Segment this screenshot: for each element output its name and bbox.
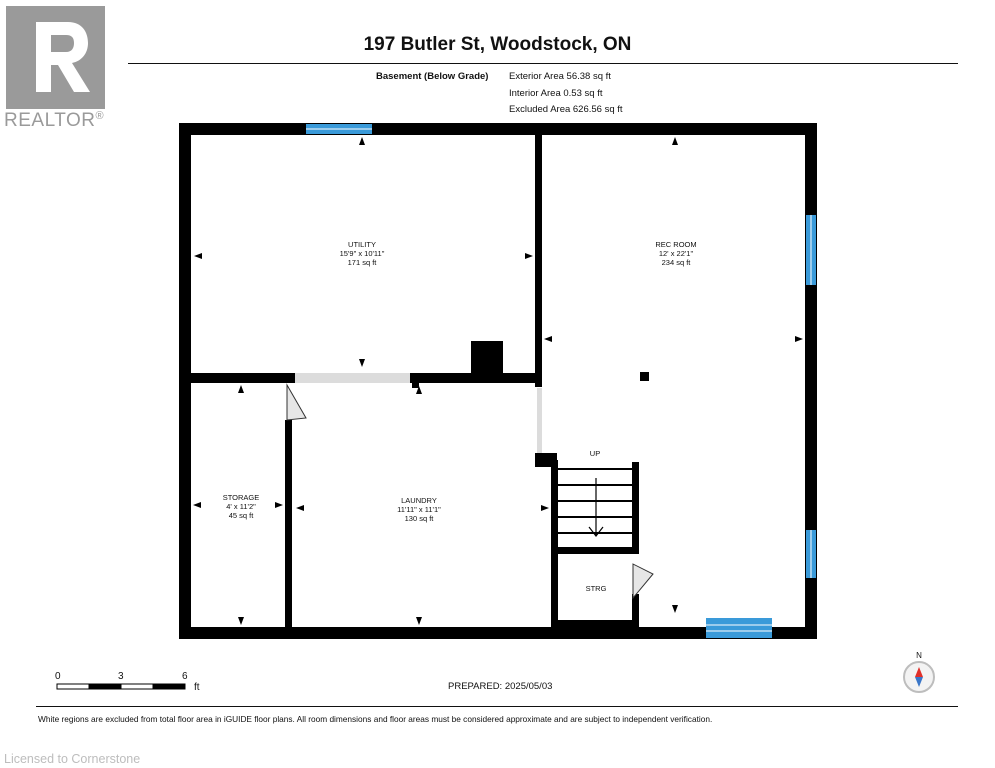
- scale-tick-3: 3: [118, 671, 124, 682]
- room-storage: STORAGE 4' x 11'2" 45 sq ft: [222, 493, 260, 520]
- excluded-area: Excluded Area 626.56 sq ft: [509, 104, 623, 115]
- room-laundry: LAUNDRY 11'11" x 11'1" 130 sq ft: [397, 496, 441, 523]
- post-laundry: [412, 380, 419, 388]
- stairs-label: UP: [589, 449, 601, 458]
- wall-north: [179, 123, 817, 135]
- wall-utility-rec: [535, 135, 542, 387]
- door-storage: [286, 383, 307, 421]
- level-name: Basement (Below Grade): [376, 71, 489, 82]
- wall-storage-laundry: [285, 420, 292, 627]
- stair-arrow-icon: [588, 478, 604, 537]
- page-title: 197 Butler St, Woodstock, ON: [363, 34, 632, 55]
- wall-strg-top: [551, 547, 639, 554]
- wall-strg-east: [632, 594, 639, 627]
- opening-laundry-rec: [537, 388, 542, 453]
- realtor-logo-icon: [6, 6, 105, 109]
- room-strg: STRG: [585, 584, 607, 593]
- disclaimer: White regions are excluded from total fl…: [38, 714, 713, 724]
- interior-area: Interior Area 0.53 sq ft: [509, 88, 603, 99]
- wall-strg-south: [551, 620, 639, 630]
- door-strg: [632, 563, 654, 600]
- wall-west: [179, 123, 191, 639]
- room-utility: UTILITY 15'9" x 10'11" 171 sq ft: [339, 240, 385, 267]
- wall-utility-south-b: [410, 373, 542, 383]
- compass-icon: [903, 661, 935, 693]
- window-south: [706, 618, 772, 638]
- scale-unit: ft: [194, 682, 200, 693]
- post: [640, 372, 649, 381]
- scale-tick-0: 0: [55, 671, 61, 682]
- stairs: [558, 468, 632, 534]
- wall-utility-south-a: [191, 373, 295, 383]
- scale-tick-6: 6: [182, 671, 188, 682]
- scale-bar: [56, 683, 186, 690]
- wall-stairs-east: [632, 462, 639, 554]
- compass: N: [899, 651, 939, 695]
- compass-north-label: N: [916, 651, 922, 660]
- prepared-date: PREPARED: 2025/05/03: [448, 681, 553, 692]
- wall-stairs-west: [551, 460, 558, 627]
- realtor-wordmark: REALTOR®: [4, 110, 105, 131]
- dimension-ticks: [193, 137, 803, 625]
- opening-utility-laundry: [295, 373, 410, 383]
- column: [471, 341, 503, 376]
- licensed-to: Licensed to Cornerstone: [4, 752, 141, 766]
- wall-south: [179, 627, 817, 639]
- room-rec-room: REC ROOM 12' x 22'1" 234 sq ft: [655, 240, 697, 267]
- exterior-area: Exterior Area 56.38 sq ft: [509, 71, 611, 82]
- title-rule: [128, 63, 958, 64]
- footer-rule: [36, 706, 958, 707]
